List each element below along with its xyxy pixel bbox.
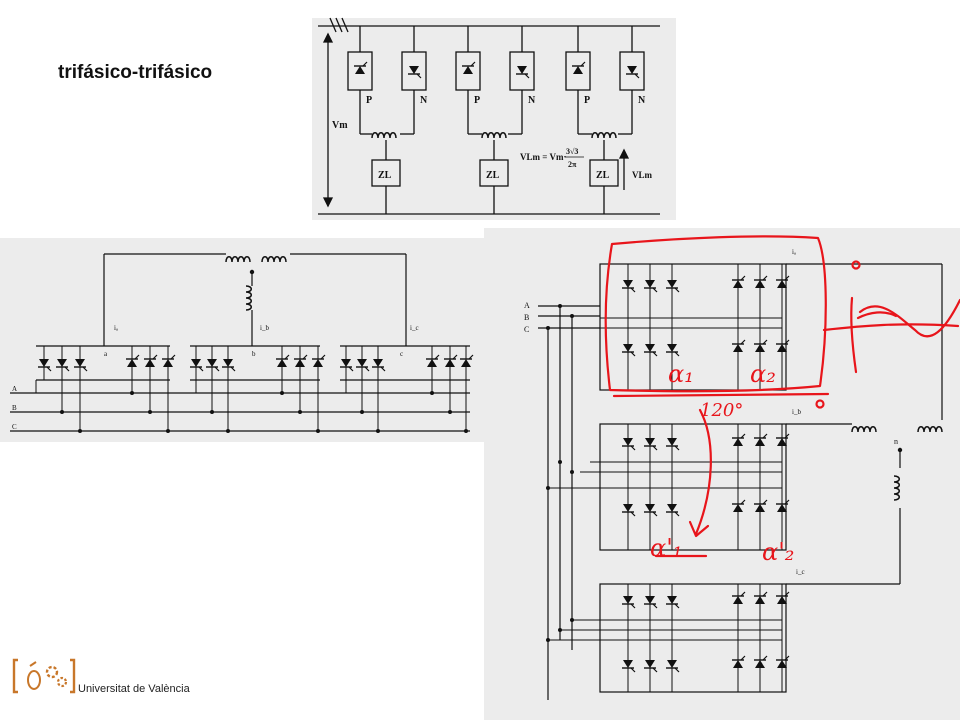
inductor-icon: [225, 256, 251, 263]
formula-numerator: 3√3: [566, 147, 578, 156]
vlm-label: VLm: [632, 170, 653, 180]
converter-label: N: [528, 95, 536, 106]
university-logo-icon: [12, 658, 76, 694]
phase-label: B: [524, 313, 529, 322]
converter-label: N: [638, 95, 646, 106]
inductor-icon: [917, 426, 943, 433]
thyristor-icon: [353, 61, 368, 75]
node-label: a: [104, 350, 108, 358]
current-label: iₐ: [792, 248, 796, 256]
inductor-icon: [371, 132, 397, 139]
phase-label: A: [524, 301, 530, 310]
formula-denominator: 2π: [568, 160, 577, 169]
annotation-alpha2: α₂: [750, 360, 776, 388]
footer-university-name: Universitat de València: [78, 683, 190, 695]
annotation-alpha1-prime: α'₁: [650, 534, 682, 562]
node-label: n: [894, 437, 898, 446]
load-label: ZL: [378, 170, 392, 181]
load-label: ZL: [486, 170, 500, 181]
phase-label: C: [12, 423, 17, 431]
top-cycloconverter-diagram: [318, 17, 660, 215]
node-label: c: [400, 350, 403, 358]
annotation-alpha2-prime: α'₂: [762, 538, 794, 566]
formula: VLm = Vm·: [520, 152, 566, 162]
phase-label: A: [12, 385, 17, 393]
current-label: i_b: [792, 408, 801, 416]
thyristor-icon: [571, 61, 586, 75]
current-label: i_c: [410, 324, 419, 332]
slide-title: trifásico-trifásico: [58, 62, 213, 83]
thyristor-icon: [625, 65, 640, 79]
right-junction-dots: [546, 304, 903, 642]
inductor-icon: [481, 132, 507, 139]
converter-label: P: [584, 95, 590, 106]
annotation-angle: 120°: [700, 400, 743, 421]
inductor-icon: [851, 426, 877, 433]
converter-label: P: [366, 95, 372, 106]
thyristor-icon: [515, 65, 530, 79]
current-label: iₐ: [114, 324, 118, 332]
converter-label: N: [420, 95, 428, 106]
vm-label: Vm: [332, 120, 348, 131]
thyristor-icon: [461, 61, 476, 75]
left-junction-dots: [60, 269, 468, 433]
thyristor-icon: [407, 65, 422, 79]
current-label: i_c: [796, 568, 805, 576]
phase-label: B: [12, 404, 17, 412]
inductor-icon: [261, 256, 287, 263]
left-thyristor-columns: [35, 346, 467, 431]
current-label: i_b: [260, 324, 269, 332]
right-cycloconverter-diagram: [538, 263, 943, 700]
right-thyristor-icons: [621, 275, 790, 673]
inductor-icon: [591, 132, 617, 139]
inductor-icon: [893, 475, 900, 501]
converter-label: P: [474, 95, 480, 106]
left-cycloconverter-diagram: [10, 253, 470, 432]
left-diagram-panel: [0, 238, 488, 442]
phase-label: C: [524, 325, 529, 334]
annotation-alpha1: α₁: [668, 360, 694, 388]
handwritten-annotations: α₁ α₂ 120° α'₁ α'₂: [604, 235, 960, 566]
right-thyristor-columns: [548, 264, 783, 692]
right-diagram-panel: [484, 228, 960, 720]
load-label: ZL: [596, 170, 610, 181]
node-label: b: [252, 350, 256, 358]
inductor-icon: [245, 285, 252, 311]
